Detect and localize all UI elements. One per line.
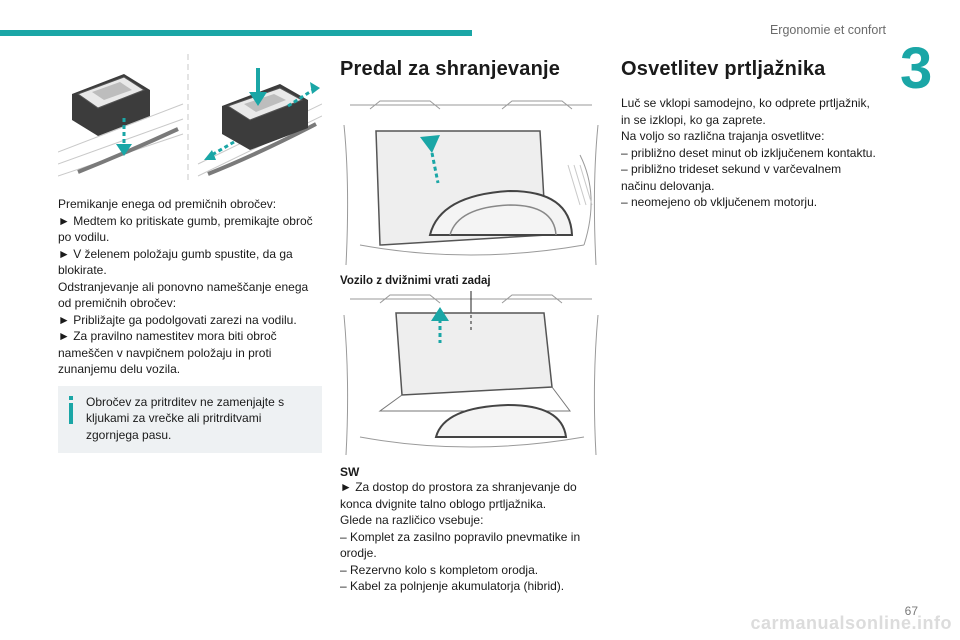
text-line: načinu delovanja. [621,178,715,193]
text-line: od premičnih obročev: [58,296,177,310]
section-title: Ergonomie et confort [769,23,886,37]
lighting-text: Luč se vklopi samodejno, ko odprete prtl… [621,95,891,211]
text-line: Na voljo so različna trajanja osvetlitve… [621,129,825,143]
info-icon [69,395,73,424]
text-line: ► Za dostop do prostora za shranjevanje … [340,480,577,494]
watermark-logo: carmanualsonline.info [750,613,952,633]
header-accent-bar [0,30,472,36]
text-line: Luč se vklopi samodejno, ko odprete prtl… [621,96,870,110]
text-line: blokirate. [58,263,107,277]
text-line: Glede na različico vsebuje: [340,513,484,527]
text-line: – Kabel za polnjenje akumulatorja (hibri… [340,579,565,593]
note-line: Obročev za pritrditev ne zamenjajte s [86,394,285,409]
storage-instructions: ► Za dostop do prostora za shranjevanje … [340,479,602,595]
storage-sw-illustration [340,291,602,459]
text-line: – približno deset minut ob izključenem k… [621,145,876,160]
ring-slide-illustration [58,44,322,184]
caption-hatchback: Vozilo z dvižnimi vrati zadaj [340,275,491,287]
text-line: konca dvignite talno oblogo prtljažnika. [340,496,547,511]
text-line: ► Za pravilno namestitev mora biti obroč [58,329,277,343]
text-line: Odstranjevanje ali ponovno nameščanje en… [58,279,309,294]
column-middle: Predal za shranjevanje Vozilo z dvižnimi… [340,44,602,595]
text-line: ► Približajte ga podolgovati zarezi na v… [58,312,297,327]
text-line: – Komplet za zasilno popravilo pnevmatik… [340,529,581,544]
page-number: 67 [904,604,918,618]
text-line: – približno trideset sekund v varčevalne… [621,162,842,176]
heading-storage: Predal za shranjevanje [340,58,561,80]
info-note: Obročev za pritrditev ne zamenjajte s kl… [58,385,322,453]
text-line: nameščen v navpičnem položaju in proti [58,345,272,360]
ring-instructions: Premikanje enega od premičnih obročev: ►… [58,196,322,378]
note-line: kljukami za vrečke ali pritrditvami [86,411,262,425]
column-right: Osvetlitev prtljažnika Luč se vklopi sam… [621,44,891,211]
text-line: – neomejeno ob vključenem motorju. [621,195,818,209]
heading-boot-lighting: Osvetlitev prtljažnika [621,58,826,80]
text-line: po vodilu. [58,230,110,244]
chapter-number: 3 [900,36,933,101]
column-left: Premikanje enega od premičnih obročev: ►… [58,44,322,453]
text-line: orodje. [340,546,377,560]
note-line: zgornjega pasu. [86,427,172,442]
text-line: ► V želenem položaju gumb spustite, da g… [58,246,293,261]
text-line: Premikanje enega od premičnih obročev: [58,197,277,211]
text-line: in se izklopi, ko ga zaprete. [621,112,766,127]
variant-label-sw: SW [340,465,360,479]
text-line: zunanjemu delu vozila. [58,362,181,376]
text-line: ► Medtem ko pritiskate gumb, premikajte … [58,213,313,228]
storage-hatchback-illustration [340,95,602,271]
text-line: – Rezervno kolo s kompletom orodja. [340,562,539,577]
